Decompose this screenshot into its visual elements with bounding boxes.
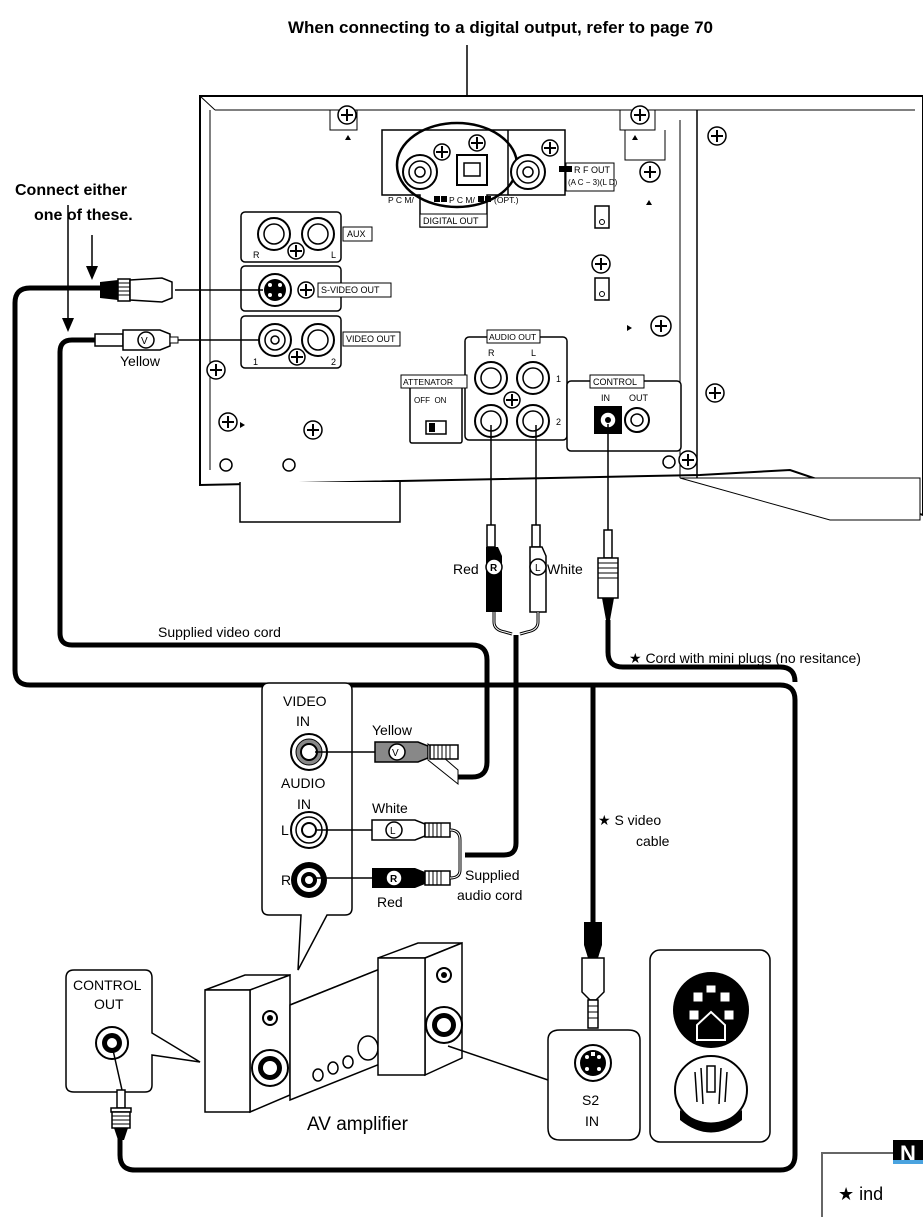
connect-either-line1: Connect either <box>15 182 127 199</box>
s2-in-label: IN <box>585 1113 599 1129</box>
amp-r-label: R <box>281 872 291 888</box>
supplied-video-cord-label: Supplied video cord <box>158 624 281 640</box>
audio-row2-label: 2 <box>556 417 561 427</box>
av-amplifier-label: AV amplifier <box>307 1114 409 1135</box>
audio-r-label: R <box>488 348 495 358</box>
red-amp-label: Red <box>377 894 403 910</box>
control-group: CONTROL IN OUT <box>566 374 682 452</box>
white-top-label: White <box>547 561 583 577</box>
video-out-label: VIDEO OUT <box>346 334 396 344</box>
video-out-group: 1 2 VIDEO OUT <box>240 315 401 369</box>
digital-output-note: When connecting to a digital output, ref… <box>288 18 713 37</box>
svideo-out-label: S-VIDEO OUT <box>321 285 380 295</box>
amp-audio-r-plug: R <box>315 868 451 888</box>
amp-plug-r-letter: R <box>390 874 398 885</box>
audio-row1-label: 1 <box>556 374 561 384</box>
amp-video-in-label: IN <box>296 713 310 729</box>
amp-audio-l-plug: L <box>315 819 451 841</box>
pcm-coax-label: P C M/ <box>388 195 414 205</box>
connect-arrows <box>62 205 98 332</box>
mini-plug-cord-label: ★ Cord with mini plugs (no resitance) <box>629 650 861 666</box>
note-box: N ★ ind <box>821 1140 923 1217</box>
audio-plug-r-letter-top: R <box>490 563 498 574</box>
amp-l-label: L <box>281 822 289 838</box>
control-in-label: IN <box>601 393 610 403</box>
attenator-group: ATTENATOR OFF ON <box>400 374 468 444</box>
video-cord <box>57 337 490 780</box>
svideo-out-group: S-VIDEO OUT <box>240 265 392 312</box>
yellow-top-label: Yellow <box>120 353 161 369</box>
svideo-plug-bottom <box>581 922 605 1029</box>
supplied-audio-cord-line2: audio cord <box>457 887 522 903</box>
video-1-label: 1 <box>253 357 258 367</box>
svideo-plug-top <box>100 277 173 303</box>
note-letter: N <box>900 1141 916 1166</box>
svideo-cable-label-line2: cable <box>636 833 670 849</box>
control-label: CONTROL <box>593 377 637 387</box>
video-plug-v-letter: V <box>141 336 148 347</box>
amp-video-plug-v-letter: V <box>392 748 399 759</box>
player-rear-panel <box>199 95 923 523</box>
amp-video-label: VIDEO <box>283 693 327 709</box>
audio-cord <box>465 635 519 858</box>
svideo-cable-label-line1: ★ S video <box>598 812 661 828</box>
amp-control-out-callout: CONTROL OUT <box>65 969 201 1093</box>
control-out-label: OUT <box>629 393 649 403</box>
control-cord <box>597 424 619 620</box>
digital-out-group: R F OUT (A C − 3)(L D) P C M/ P C M/ (OP… <box>381 121 618 228</box>
s2-label: S2 <box>582 1092 599 1108</box>
amp-input-panel: VIDEO IN AUDIO IN L R <box>261 682 353 971</box>
av-amplifier <box>204 941 463 1114</box>
rf-out-sub-label: (A C − 3)(L D) <box>568 178 618 187</box>
digital-out-label: DIGITAL OUT <box>423 216 479 226</box>
video-plug-top: V <box>94 329 179 351</box>
connect-either-line2: one of these. <box>34 207 133 224</box>
svideo-connector-detail <box>649 949 771 1143</box>
amp-video-plug: V <box>315 741 459 786</box>
supplied-audio-cord-line1: Supplied <box>465 867 520 883</box>
attenator-label: ATTENATOR <box>403 377 453 387</box>
aux-l-label: L <box>331 250 336 260</box>
pcm-optical-port[interactable] <box>456 154 488 186</box>
yellow-amp-label: Yellow <box>372 722 413 738</box>
video-2-label: 2 <box>331 357 336 367</box>
off-on-label: OFF ON <box>414 396 447 405</box>
white-amp-label: White <box>372 800 408 816</box>
amp-s2-in-callout: S2 IN <box>447 1029 641 1141</box>
red-top-label: Red <box>453 561 479 577</box>
audio-out-label: AUDIO OUT <box>489 332 536 342</box>
audio-cable-from-player: R L <box>485 425 547 636</box>
amp-control-out-label: OUT <box>94 996 124 1012</box>
amp-audio-label: AUDIO <box>281 775 325 791</box>
aux-r-label: R <box>253 250 260 260</box>
opt-label: (OPT.) <box>494 195 519 205</box>
amp-plug-l-letter: L <box>390 826 396 837</box>
note-text: ★ ind <box>838 1184 883 1204</box>
svideo-cable <box>12 285 798 1155</box>
amp-audio-in-label: IN <box>297 796 311 812</box>
amp-control-label: CONTROL <box>73 977 142 993</box>
pcm-opt-label: P C M/ <box>449 195 475 205</box>
rf-out-label: R F OUT <box>574 165 610 175</box>
audio-l-label: L <box>531 348 536 358</box>
aux-group: R L AUX <box>240 211 373 263</box>
aux-label: AUX <box>347 229 366 239</box>
amp-control-mini-plug <box>110 1049 132 1140</box>
audio-plug-l-letter-top: L <box>535 563 541 574</box>
audio-out-group: AUDIO OUT R L 1 2 <box>464 329 568 441</box>
